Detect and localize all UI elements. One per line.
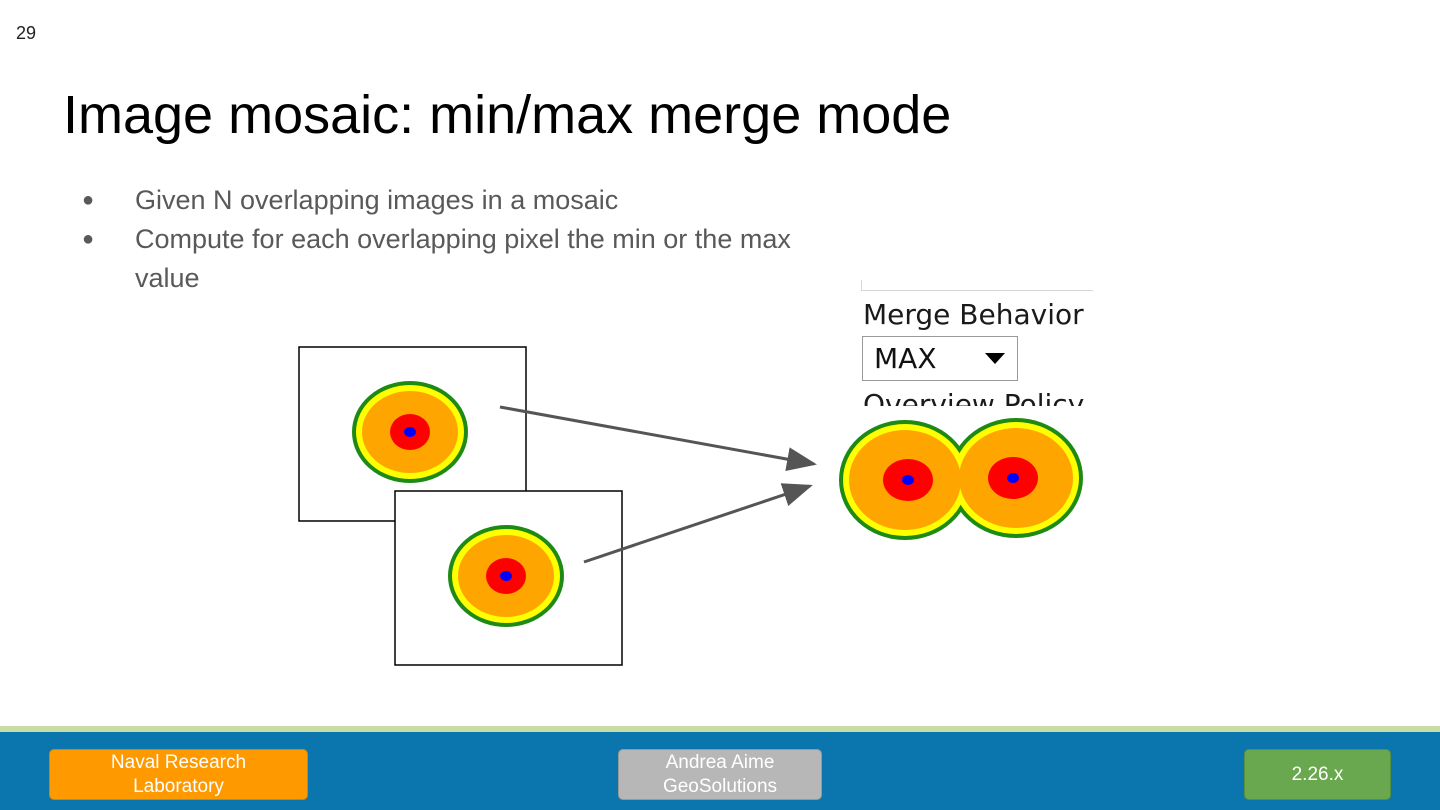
slide-title: Image mosaic: min/max merge mode — [63, 85, 952, 145]
badge-line: Andrea Aime — [665, 751, 775, 773]
merge-behavior-panel: Merge Behavior MAX Overview Policy — [855, 280, 1095, 406]
input-blob-1 — [352, 381, 468, 483]
merge-behavior-selected-value: MAX — [874, 342, 937, 375]
footer-accent-line — [0, 726, 1440, 732]
panel-divider — [861, 280, 862, 291]
bullet-list: ● Given N overlapping images in a mosaic… — [82, 181, 802, 298]
bullet-item: ● Given N overlapping images in a mosaic — [82, 181, 802, 220]
input-blob-2 — [448, 525, 564, 627]
merged-result-blob — [839, 418, 1083, 540]
chevron-down-icon[interactable] — [985, 353, 1005, 364]
badge-line: GeoSolutions — [662, 775, 778, 797]
footer-bar: Naval Research Laboratory Andrea Aime Ge… — [0, 726, 1440, 810]
merge-behavior-label: Merge Behavior — [863, 298, 1084, 331]
version-label: 2.26.x — [1291, 763, 1344, 785]
bullet-icon: ● — [82, 189, 95, 211]
panel-divider — [861, 290, 1093, 291]
merge-behavior-select[interactable]: MAX — [862, 336, 1018, 381]
bullet-icon: ● — [82, 228, 95, 250]
slide-number: 29 — [16, 23, 37, 43]
bullet-item: ● Compute for each overlapping pixel the… — [82, 220, 802, 298]
version-badge: 2.26.x — [1244, 749, 1391, 800]
mosaic-diagram — [298, 346, 1083, 666]
bullet-text: Compute for each overlapping pixel the m… — [135, 224, 791, 293]
arrow-1 — [499, 405, 817, 471]
badge-line: Naval Research — [110, 751, 247, 773]
naval-research-laboratory-badge: Naval Research Laboratory — [49, 749, 308, 800]
arrow-2 — [583, 483, 813, 564]
bullet-text: Given N overlapping images in a mosaic — [135, 185, 619, 215]
author-badge: Andrea Aime GeoSolutions — [618, 749, 822, 800]
overview-policy-label: Overview Policy — [863, 388, 1085, 406]
badge-line: Laboratory — [133, 775, 224, 797]
